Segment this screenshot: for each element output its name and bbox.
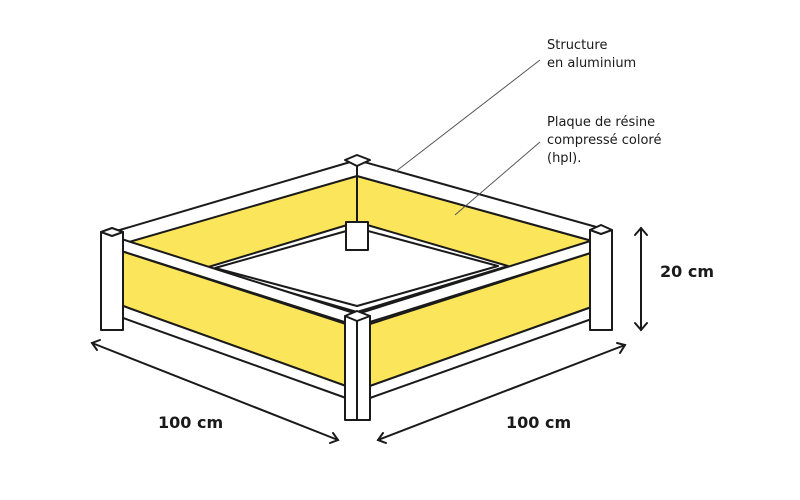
right-post [589, 229, 613, 331]
length-left-label: 100 cm [158, 413, 224, 432]
right-post-cap [589, 224, 613, 235]
dimension-arrow-height [634, 226, 648, 332]
back-post [345, 221, 369, 251]
panel-label: Plaque de résine compressé coloré (hpl). [547, 114, 661, 168]
structure-label: Structure en aluminium [547, 37, 636, 73]
panel-label-line3: (hpl). [547, 151, 582, 166]
left-post [100, 231, 124, 331]
leader-structure [394, 59, 541, 173]
structure-label-line1: Structure [547, 38, 608, 53]
structure-label-line2: en aluminium [547, 56, 637, 71]
inner-floor-edge [214, 227, 499, 307]
length-right-label: 100 cm [506, 413, 572, 432]
height-label: 20 cm [660, 262, 714, 281]
dimension-arrow-right [376, 342, 627, 444]
left-post-cap [100, 227, 124, 237]
front-post-cap [344, 310, 371, 322]
panel-label-line1: Plaque de résine [547, 115, 656, 130]
panel-label-line2: compressé coloré [547, 133, 662, 148]
back-post-cap [344, 154, 371, 167]
dimension-arrow-left [90, 339, 340, 444]
leader-panel [454, 141, 541, 216]
